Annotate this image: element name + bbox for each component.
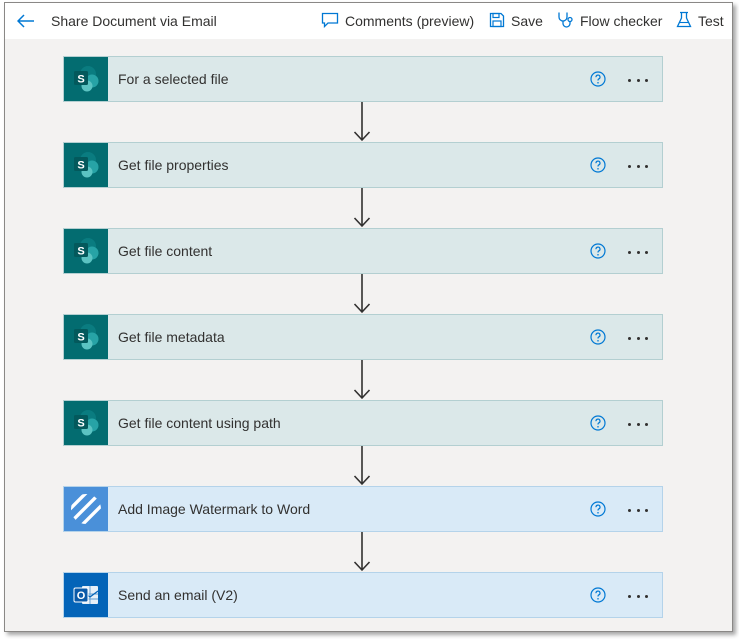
flow-step[interactable]: S For a selected file [63, 56, 663, 102]
connector-arrow-icon [353, 360, 371, 400]
flow-title: Share Document via Email [51, 13, 217, 29]
help-icon[interactable] [590, 587, 606, 603]
svg-text:S: S [77, 160, 84, 172]
more-options-icon[interactable] [626, 586, 650, 606]
help-icon[interactable] [590, 243, 606, 259]
flow-step[interactable]: S Get file metadata [63, 314, 663, 360]
save-icon [489, 12, 505, 31]
comments-label: Comments (preview) [345, 13, 475, 29]
step-title: Get file properties [118, 157, 229, 173]
save-label: Save [511, 13, 543, 29]
help-icon[interactable] [590, 501, 606, 517]
more-options-icon[interactable] [626, 156, 650, 176]
svg-text:O: O [77, 590, 86, 602]
sharepoint-icon: S [64, 57, 108, 101]
outlook-icon: O [64, 573, 108, 617]
back-arrow-icon[interactable] [15, 10, 37, 32]
more-options-icon[interactable] [626, 500, 650, 520]
step-title: Get file content using path [118, 415, 281, 431]
watermark-icon [64, 487, 108, 531]
flow-editor-window: Share Document via Email Comments (previ… [4, 2, 733, 632]
svg-text:S: S [77, 74, 84, 86]
svg-text:S: S [77, 246, 84, 258]
stethoscope-icon [556, 11, 574, 32]
more-options-icon[interactable] [626, 242, 650, 262]
flow-step[interactable]: S Get file properties [63, 142, 663, 188]
more-options-icon[interactable] [626, 414, 650, 434]
connector-arrow-icon [353, 446, 371, 486]
help-icon[interactable] [590, 157, 606, 173]
flask-icon [676, 11, 692, 32]
svg-text:S: S [77, 418, 84, 430]
step-title: For a selected file [118, 71, 229, 87]
test-label: Test [698, 13, 724, 29]
flow-step[interactable]: S Get file content [63, 228, 663, 274]
flow-checker-button[interactable]: Flow checker [556, 10, 662, 32]
connector-arrow-icon [353, 188, 371, 228]
flow-checker-label: Flow checker [580, 13, 663, 29]
test-button[interactable]: Test [676, 10, 724, 32]
connector-arrow-icon [353, 274, 371, 314]
help-icon[interactable] [590, 415, 606, 431]
comments-button[interactable]: Comments (preview) [321, 10, 474, 32]
help-icon[interactable] [590, 329, 606, 345]
flow-step[interactable]: Add Image Watermark to Word [63, 486, 663, 532]
sharepoint-icon: S [64, 315, 108, 359]
connector-arrow-icon [353, 532, 371, 572]
step-title: Send an email (V2) [118, 587, 238, 603]
sharepoint-icon: S [64, 401, 108, 445]
step-title: Add Image Watermark to Word [118, 501, 311, 517]
help-icon[interactable] [590, 71, 606, 87]
connector-arrow-icon [353, 102, 371, 142]
svg-text:S: S [77, 332, 84, 344]
command-bar: Share Document via Email Comments (previ… [5, 3, 732, 39]
comment-icon [321, 12, 339, 31]
more-options-icon[interactable] [626, 328, 650, 348]
flow-step[interactable]: S Get file content using path [63, 400, 663, 446]
step-title: Get file metadata [118, 329, 225, 345]
save-button[interactable]: Save [489, 10, 543, 32]
more-options-icon[interactable] [626, 70, 650, 90]
sharepoint-icon: S [64, 143, 108, 187]
step-title: Get file content [118, 243, 213, 259]
sharepoint-icon: S [64, 229, 108, 273]
flow-step[interactable]: O Send an email (V2) [63, 572, 663, 618]
